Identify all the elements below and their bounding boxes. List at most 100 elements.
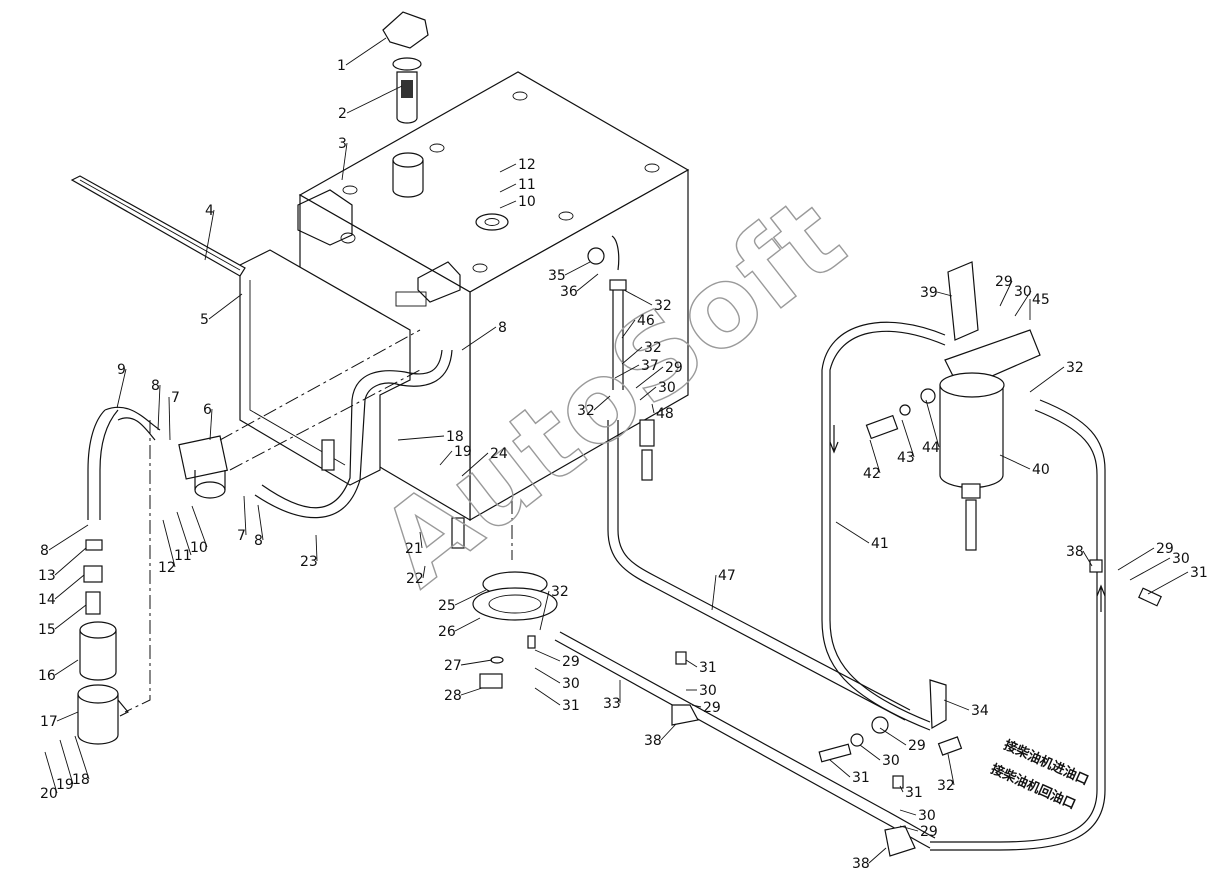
callout-31: 31 <box>905 785 923 801</box>
leader-line <box>621 319 636 339</box>
leader-line <box>660 723 677 741</box>
leader-line <box>651 403 655 414</box>
callout-8: 8 <box>151 378 160 394</box>
callout-30: 30 <box>882 753 900 769</box>
leader-line <box>1014 290 1032 317</box>
leader-line <box>576 273 599 292</box>
callout-16: 16 <box>38 668 56 684</box>
leader-line <box>341 142 348 181</box>
leader-line <box>869 439 881 474</box>
leader-line <box>54 574 85 600</box>
leader-line <box>685 659 698 668</box>
leader-line <box>835 521 870 544</box>
fuel-pipes <box>554 290 1106 851</box>
callout-21: 21 <box>405 541 423 557</box>
leader-line <box>1029 366 1065 393</box>
callout-10: 10 <box>190 540 208 556</box>
callout-7: 7 <box>237 528 246 544</box>
leader-line <box>868 847 887 864</box>
callout-42: 42 <box>863 466 881 482</box>
callout-47: 47 <box>718 568 736 584</box>
leader-line <box>208 293 243 320</box>
callout-19: 19 <box>56 777 74 793</box>
callout-38: 38 <box>1066 544 1084 560</box>
leader-line <box>925 399 940 448</box>
leader-line <box>439 450 453 466</box>
callout-18: 18 <box>446 429 464 445</box>
leader-line <box>859 744 881 761</box>
leader-line <box>157 384 161 431</box>
leader-line <box>54 547 87 576</box>
leader-line <box>534 649 561 662</box>
callout-38: 38 <box>852 856 870 872</box>
leader-line <box>614 364 640 379</box>
fittings <box>587 235 1162 857</box>
callout-30: 30 <box>1172 551 1190 567</box>
leader-line <box>1082 550 1093 567</box>
leader-line <box>204 209 215 261</box>
leader-line <box>635 366 664 389</box>
callout-26: 26 <box>438 624 456 640</box>
callout-13: 13 <box>38 568 56 584</box>
leader-line <box>534 667 561 684</box>
leader-line <box>899 785 904 793</box>
callout-32: 32 <box>644 340 662 356</box>
leader-line <box>499 183 517 193</box>
leader-line <box>176 511 192 556</box>
filler-cap-assembly <box>382 11 429 124</box>
leader-line <box>711 574 717 611</box>
rubber-strip <box>70 175 246 277</box>
callout-29: 29 <box>562 654 580 670</box>
callout-28: 28 <box>444 688 462 704</box>
callout-30: 30 <box>918 808 936 824</box>
leader-line <box>59 739 74 785</box>
callout-14: 14 <box>38 592 56 608</box>
callout-32: 32 <box>551 584 569 600</box>
callout-37: 37 <box>641 358 659 374</box>
leader-line <box>623 289 653 306</box>
callout-18: 18 <box>72 772 90 788</box>
callout-1: 1 <box>337 58 346 74</box>
leader-line <box>168 396 171 441</box>
leader-line <box>1117 547 1155 571</box>
callout-19: 19 <box>454 444 472 460</box>
callout-31: 31 <box>852 770 870 786</box>
leader-line <box>461 452 489 477</box>
leader-line <box>999 280 1013 307</box>
leader-line <box>639 386 657 401</box>
callout-46: 46 <box>637 313 655 329</box>
callout-32: 32 <box>577 403 595 419</box>
leader-line <box>209 408 213 441</box>
leader-line <box>116 368 127 409</box>
leader-line <box>691 704 702 708</box>
callout-8: 8 <box>498 320 507 336</box>
callout-33: 33 <box>603 696 621 712</box>
leader-line <box>56 711 79 722</box>
sender-unit <box>472 571 558 689</box>
callout-44: 44 <box>922 440 940 456</box>
callout-30: 30 <box>658 380 676 396</box>
leader-line <box>44 751 58 794</box>
callout-29: 29 <box>995 274 1013 290</box>
secondary-filter-assembly <box>865 261 1041 551</box>
primary-filter-assembly <box>77 406 228 745</box>
callout-15: 15 <box>38 622 56 638</box>
callout-29: 29 <box>1156 541 1174 557</box>
leader-line <box>947 753 955 786</box>
leader-line <box>593 395 611 411</box>
callout-29: 29 <box>665 360 683 376</box>
leader-line <box>936 291 953 297</box>
leader-line <box>48 524 89 551</box>
callout-9: 9 <box>117 362 126 378</box>
leader-line <box>879 727 907 746</box>
callout-2: 2 <box>338 106 347 122</box>
callout-29: 29 <box>920 824 938 840</box>
callout-11: 11 <box>174 548 192 564</box>
leader-line <box>191 505 208 548</box>
leader-line <box>499 163 517 173</box>
leader-line <box>1129 557 1171 581</box>
callout-45: 45 <box>1032 292 1050 308</box>
callout-20: 20 <box>40 786 58 802</box>
